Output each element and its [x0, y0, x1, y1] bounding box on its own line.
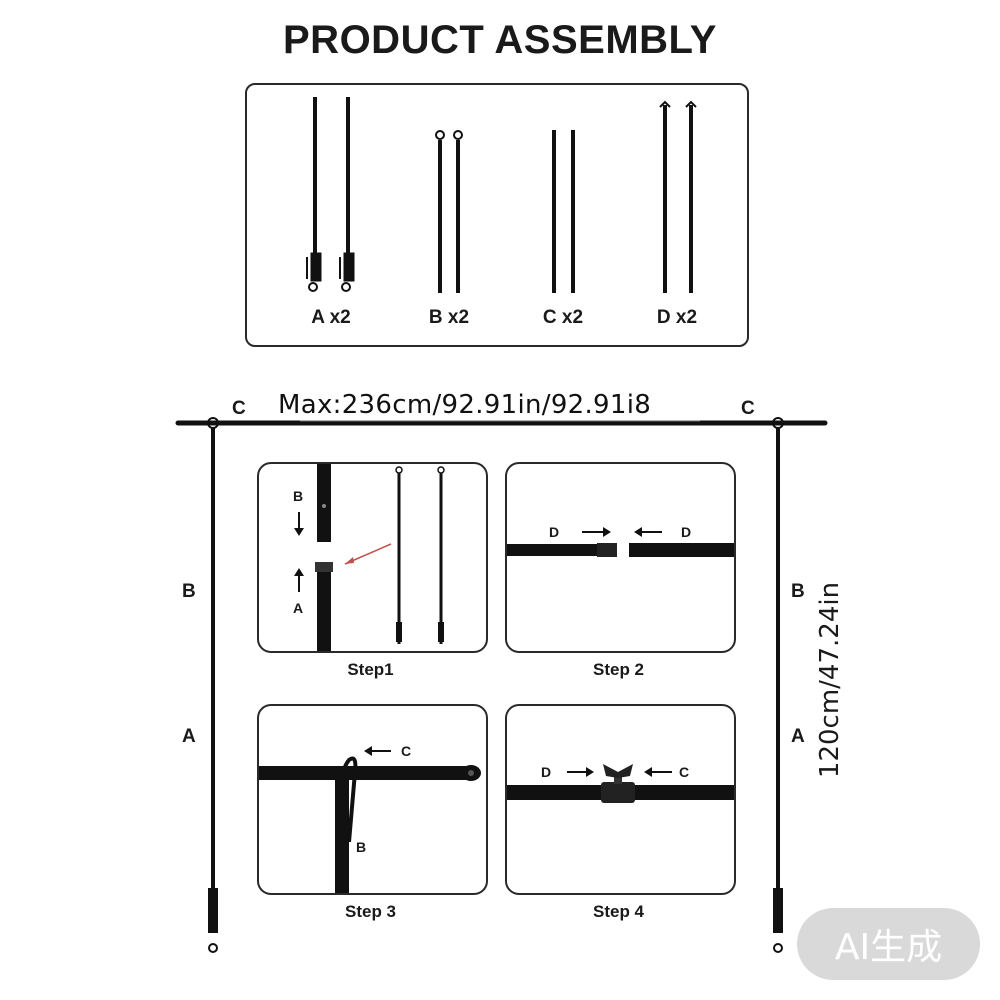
step1-illustration — [294, 464, 445, 651]
page-title: PRODUCT ASSEMBLY — [283, 18, 717, 62]
frame-label-left-upper: B — [182, 581, 196, 602]
step2-illustration — [507, 527, 734, 557]
part-a-poles — [306, 97, 355, 292]
step1-caption: Step1 — [347, 660, 394, 679]
part-d-poles — [659, 100, 697, 293]
step4-label-left: D — [541, 764, 552, 780]
step4-caption: Step 4 — [592, 902, 645, 921]
frame-label-top-left: C — [232, 398, 246, 419]
parts-illustration — [306, 97, 697, 293]
frame-label-right-upper: B — [791, 581, 805, 602]
step3-label-pole: B — [356, 839, 367, 855]
step3-illustration — [259, 746, 481, 893]
step2-caption: Step 2 — [592, 660, 645, 679]
step4-panel: D C — [505, 704, 736, 895]
step4-illustration — [507, 764, 734, 803]
step1-label-bottom: A — [293, 600, 304, 616]
part-label-b: B x2 — [428, 307, 470, 328]
frame-label-top-right: C — [741, 398, 755, 419]
step1-label-top: B — [293, 488, 304, 504]
step3-caption: Step 3 — [344, 902, 397, 921]
part-label-c: C x2 — [542, 307, 584, 328]
frame-label-left-lower: A — [182, 726, 196, 747]
step2-panel: D D — [505, 462, 736, 653]
step3-panel: C B — [257, 704, 488, 895]
step2-label-right: D — [681, 524, 692, 540]
height-dimension-label: 120cm/47.24in — [815, 581, 845, 779]
width-dimension-label: Max:236cm/92.91in/92.91i8 — [278, 390, 652, 420]
part-label-a: A x2 — [311, 307, 351, 328]
step3-label-arrow: C — [401, 743, 412, 759]
step1-panel: B A — [257, 462, 488, 653]
frame-label-right-lower: A — [791, 726, 805, 747]
step4-label-right: C — [679, 764, 690, 780]
ai-generated-badge: AI生成 — [797, 908, 980, 980]
part-b-poles — [435, 130, 463, 293]
part-c-poles — [552, 130, 575, 293]
part-label-d: D x2 — [656, 307, 698, 328]
step2-label-left: D — [549, 524, 560, 540]
parts-panel: A x2 B x2 C x2 D x2 — [245, 83, 749, 347]
